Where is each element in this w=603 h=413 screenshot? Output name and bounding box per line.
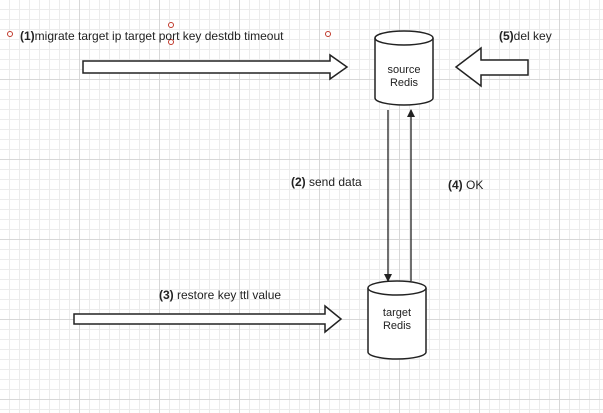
source-redis-line2: Redis [389, 77, 419, 89]
step-1-number: (1) [20, 29, 35, 43]
step-5-number: (5) [499, 29, 514, 43]
selection-handle-top[interactable] [168, 22, 174, 28]
step-3-number: (3) [159, 288, 174, 302]
step-5-label: (5)del key [499, 29, 552, 43]
del-key-block-arrow [454, 46, 529, 88]
migrate-block-arrow [82, 53, 349, 81]
step-4-number: (4) [448, 178, 463, 192]
restore-block-arrow [73, 304, 343, 334]
step-2-label: (2) send data [291, 175, 362, 189]
step-3-label: (3) restore key ttl value [159, 288, 281, 302]
source-redis-label: source Redis [374, 64, 434, 90]
step-3-text: restore key ttl value [173, 288, 282, 302]
target-redis-label: target Redis [367, 307, 427, 333]
target-redis-cylinder[interactable] [367, 280, 427, 360]
step-4-label: (4) OK [448, 178, 483, 192]
selection-handle-left[interactable] [7, 31, 13, 37]
selection-handle-bottom[interactable] [168, 39, 174, 45]
source-redis-line1: source [387, 64, 421, 76]
source-redis-cylinder[interactable] [374, 30, 434, 106]
step-2-text: send data [305, 175, 362, 189]
step-1-text: migrate target ip target port key destdb… [34, 29, 284, 43]
step-4-text: OK [462, 178, 484, 192]
target-redis-line2: Redis [382, 320, 412, 332]
selection-handle-right[interactable] [325, 31, 331, 37]
step-2-number: (2) [291, 175, 306, 189]
step-1-label[interactable]: (1)migrate target ip target port key des… [20, 29, 283, 43]
step-5-text: del key [513, 29, 552, 43]
target-redis-line1: target [382, 307, 412, 319]
